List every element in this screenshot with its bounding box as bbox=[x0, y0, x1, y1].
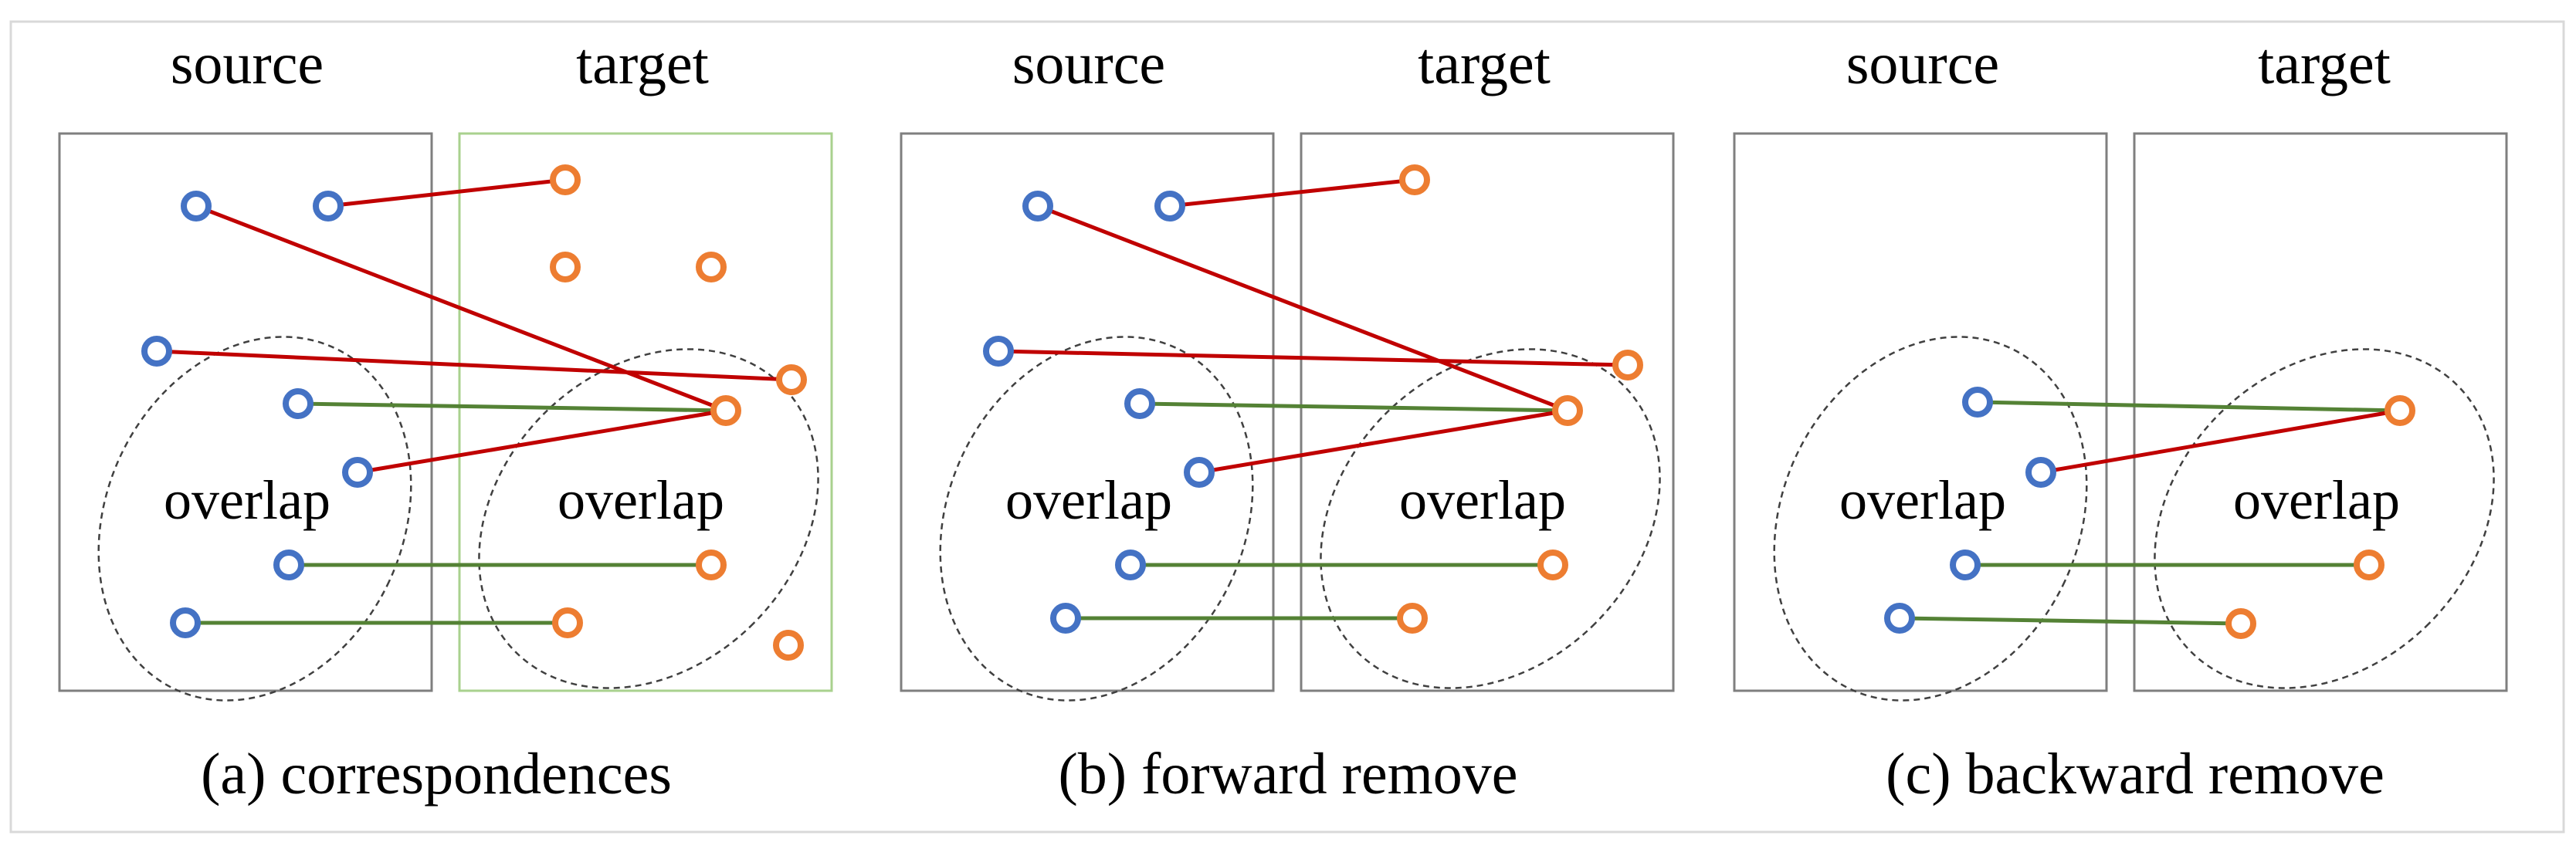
panel-a-outlier-line bbox=[156, 349, 792, 382]
panel-c-target-overlap-ellipse bbox=[2154, 348, 2495, 689]
panel-c-outlier-line bbox=[2040, 408, 2401, 475]
panel-c-target-box bbox=[2133, 132, 2508, 692]
panel-b-source-point bbox=[1154, 191, 1185, 222]
panel-a-source-point bbox=[181, 191, 212, 222]
panel-b-inlier-line bbox=[1139, 401, 1568, 413]
panel-b-source-title: source bbox=[1012, 32, 1165, 96]
panel-c-caption: (c) backward remove bbox=[1886, 742, 2384, 807]
panel-b-target-point bbox=[1612, 350, 1643, 380]
panel-b-caption: (b) forward remove bbox=[1058, 742, 1517, 807]
panel-b-source-point bbox=[1115, 550, 1146, 580]
panel-a-target-point bbox=[552, 607, 583, 638]
panel-b-source-overlap-ellipse bbox=[939, 336, 1254, 702]
panel-a-target-point bbox=[776, 364, 807, 395]
panel-a-inlier-line bbox=[297, 401, 727, 413]
panel-b-source-point bbox=[1184, 457, 1215, 488]
panel-a-source-point bbox=[283, 388, 314, 419]
panel-a-target-point bbox=[550, 252, 581, 282]
panel-a-target-point bbox=[696, 252, 727, 282]
figure-frame bbox=[9, 20, 2565, 834]
panel-a-outlier-line bbox=[327, 178, 566, 208]
panel-a-source-point bbox=[170, 607, 201, 638]
panel-b-target-overlap-label: overlap bbox=[1399, 469, 1566, 531]
panel-a-source-overlap-ellipse bbox=[97, 336, 412, 702]
panel-c-source-title: source bbox=[1846, 32, 1999, 96]
panel-b-target-box bbox=[1300, 132, 1675, 692]
panel-a-caption: (a) correspondences bbox=[201, 742, 672, 807]
panel-b-outlier-line bbox=[1037, 204, 1568, 413]
panel-a-target-overlap-ellipse bbox=[478, 348, 819, 689]
panel-c-target-point bbox=[2354, 550, 2384, 580]
panel-b-target-title: target bbox=[1418, 32, 1551, 96]
panel-c-target-title: target bbox=[2258, 32, 2391, 96]
panel-b-target-point bbox=[1399, 164, 1430, 195]
panel-a-outlier-line bbox=[195, 204, 727, 413]
panel-a-target-point bbox=[696, 550, 727, 580]
panel-c: source target overlap overlap (c) backwa… bbox=[1733, 32, 2508, 807]
panel-c-source-overlap-label: overlap bbox=[1839, 469, 2006, 531]
panel-b-target-point bbox=[1552, 395, 1583, 426]
panel-c-target-overlap-label: overlap bbox=[2233, 469, 2400, 531]
panel-a-outlier-line bbox=[357, 408, 727, 475]
panel-a-target-box bbox=[458, 132, 833, 692]
panel-a-source-point bbox=[342, 457, 373, 488]
panel-b-target-point bbox=[1537, 550, 1568, 580]
panel-a-source-overlap-label: overlap bbox=[164, 469, 330, 531]
panel-b-target-overlap-ellipse bbox=[1320, 348, 1661, 689]
panel-a-target-point bbox=[550, 164, 581, 195]
panel-b: source target overlap overlap bbox=[900, 32, 1675, 807]
panel-b-source-point bbox=[1022, 191, 1053, 222]
panel-c-source-overlap-ellipse bbox=[1773, 336, 2088, 702]
panel-c-source-point bbox=[1962, 387, 1993, 418]
panel-c-inlier-line bbox=[1899, 616, 2242, 626]
panel-b-outlier-line bbox=[1198, 408, 1568, 475]
panel-b-source-point bbox=[983, 336, 1014, 367]
panel-a-source-box bbox=[58, 132, 433, 692]
panel-a-source-title: source bbox=[171, 32, 324, 96]
panel-b-source-box bbox=[900, 132, 1275, 692]
panel-c-inlier-line bbox=[1977, 400, 2401, 413]
panel-c-target-point bbox=[2384, 395, 2415, 426]
panel-a-target-title: target bbox=[576, 32, 709, 96]
panel-a-target-point bbox=[710, 395, 741, 426]
panel-c-source-box bbox=[1733, 132, 2108, 692]
panel-b-source-point bbox=[1124, 388, 1155, 419]
panel-c-source-point bbox=[2025, 457, 2056, 488]
panel-a-source-point bbox=[141, 336, 172, 367]
panel-b-source-point bbox=[1050, 603, 1081, 634]
panel-a-source-point bbox=[273, 550, 304, 580]
panel-a-source-point bbox=[313, 191, 344, 222]
panel-b-target-point bbox=[1397, 603, 1428, 634]
panel-c-source-point bbox=[1950, 550, 1981, 580]
panel-c-source-point bbox=[1884, 603, 1915, 634]
panel-a-target-point bbox=[773, 630, 804, 661]
panel-c-target-point bbox=[2225, 608, 2256, 639]
panel-a: source target overlap overlap bbox=[58, 32, 833, 807]
panel-b-source-overlap-label: overlap bbox=[1005, 469, 1172, 531]
panel-a-target-overlap-label: overlap bbox=[558, 469, 724, 531]
panel-b-outlier-line bbox=[1169, 178, 1415, 208]
panel-b-outlier-line bbox=[998, 349, 1629, 367]
